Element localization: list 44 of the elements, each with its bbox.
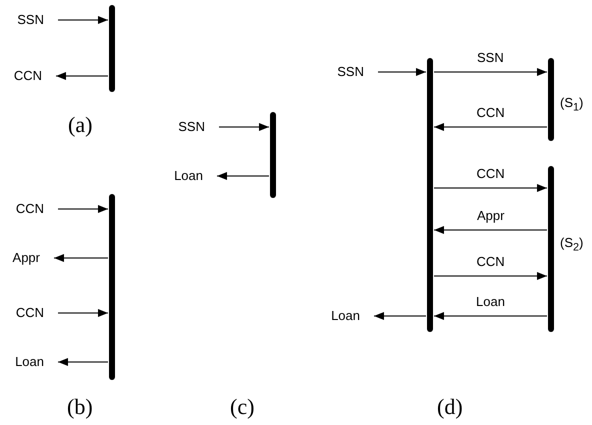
message-label: SSN <box>17 12 44 28</box>
message-label: Loan <box>331 308 360 324</box>
arrow <box>54 254 108 262</box>
message-label: SSN <box>178 119 205 135</box>
arrow <box>216 172 270 180</box>
message-label: CCN <box>16 201 44 217</box>
arrow <box>434 68 548 76</box>
lifeline-bar <box>109 5 115 92</box>
panel-caption: (b) <box>67 394 93 420</box>
message-label: Appr <box>12 250 40 266</box>
arrow <box>434 184 548 192</box>
message-label: CCN <box>16 305 44 321</box>
panel-caption: (d) <box>437 394 463 420</box>
panel-caption: (c) <box>230 394 254 420</box>
side-label: (S$_{1}$) <box>560 95 584 116</box>
lifeline-bar <box>548 58 554 141</box>
message-label: SSN <box>337 64 364 80</box>
arrow <box>58 16 108 24</box>
arrow <box>434 226 548 234</box>
arrow <box>218 123 270 131</box>
arrow <box>374 312 426 320</box>
arrow <box>56 72 108 80</box>
edge-label: CCN <box>476 105 505 121</box>
message-label: Loan <box>15 354 44 370</box>
arrow <box>58 205 108 213</box>
panel-caption: (a) <box>68 112 92 138</box>
edge-label: Appr <box>477 208 504 224</box>
arrow <box>58 358 108 366</box>
side-label: (S$_{2}$) <box>560 235 584 256</box>
edge-label: CCN <box>476 254 505 270</box>
edge-label: SSN <box>477 50 504 66</box>
arrow <box>378 68 426 76</box>
lifeline-bar <box>548 166 554 332</box>
arrow <box>58 309 108 317</box>
edge-label: Loan <box>476 294 505 310</box>
lifeline-bar <box>109 194 115 380</box>
lifeline-bar <box>270 112 276 198</box>
arrow <box>434 123 548 131</box>
lifeline-bar <box>427 58 433 332</box>
edge-label: CCN <box>476 166 505 182</box>
arrow <box>434 312 548 320</box>
message-label: CCN <box>14 68 42 84</box>
message-label: Loan <box>174 168 203 184</box>
arrow <box>434 272 548 280</box>
